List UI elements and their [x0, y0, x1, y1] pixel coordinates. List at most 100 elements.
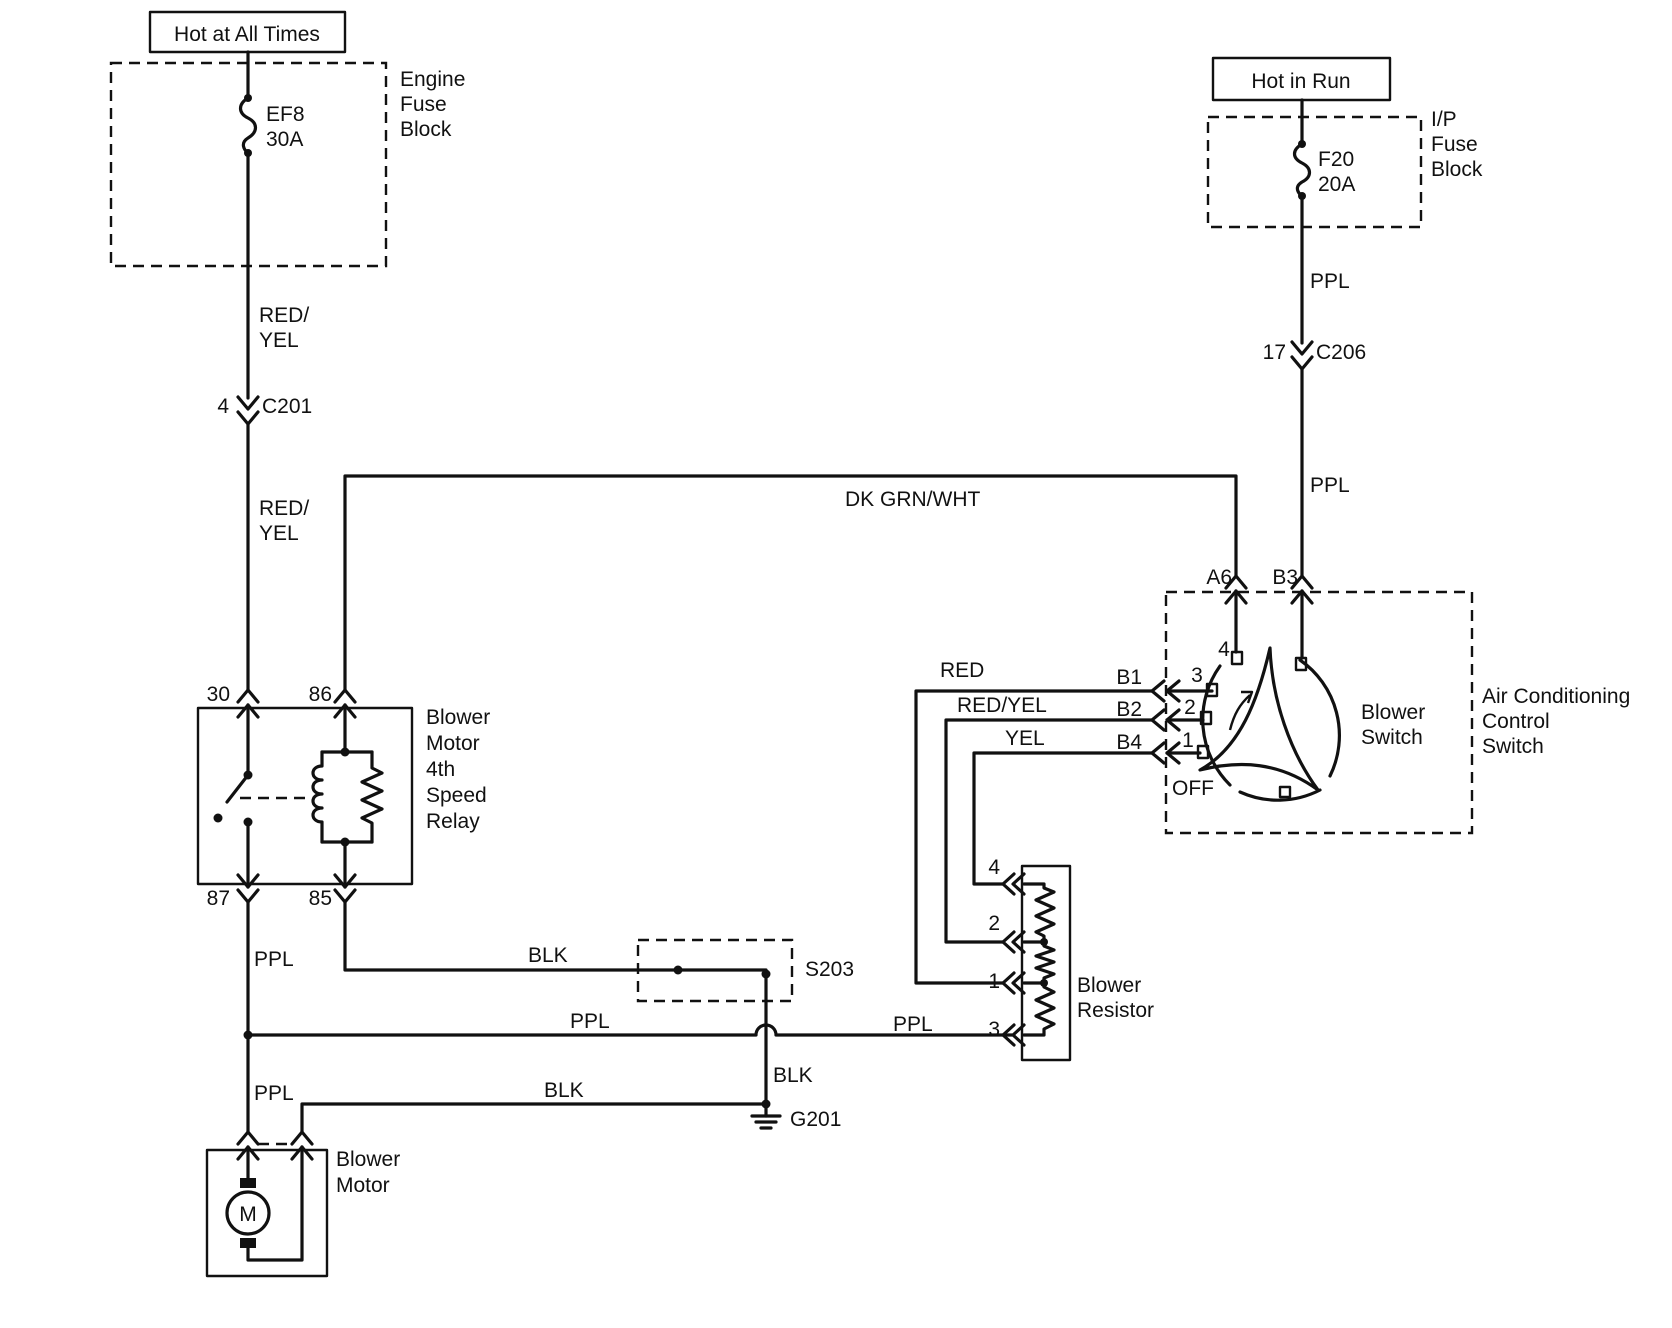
- relay-coil: [311, 750, 324, 844]
- wire-label-ppl-1: PPL: [254, 948, 294, 971]
- switch-contact-arc-bottom: [1238, 788, 1322, 802]
- pin-b2-label: B2: [1116, 698, 1142, 721]
- relay-pin-86-label: 86: [309, 683, 332, 706]
- pin-b3: [1290, 574, 1314, 590]
- wire-label-ppl-4: PPL: [893, 1013, 933, 1036]
- wire-label-ppl-5: PPL: [1310, 270, 1350, 293]
- wire-dk-grn-wht: [343, 474, 1238, 692]
- engine-fuse-block-label-2: Fuse: [400, 93, 447, 116]
- wire-label-blk-3: BLK: [544, 1079, 584, 1102]
- switch-position-4: 4: [1218, 638, 1230, 661]
- pin-b4: [1150, 741, 1166, 765]
- relay-pin-85-label: 85: [309, 887, 332, 910]
- wire-label-yel: YEL: [1005, 727, 1045, 750]
- wire-label-red-yel-1a: RED/: [259, 304, 309, 327]
- pin-b2: [1150, 708, 1166, 732]
- resistor-pin-1-label: 1: [988, 970, 1000, 993]
- wire-label-red-yel-1b: YEL: [259, 329, 299, 352]
- fuse-f20-rating: 20A: [1318, 173, 1355, 196]
- wire-red: [914, 689, 1154, 985]
- switch-position-1: 1: [1182, 729, 1194, 752]
- splice-s203: S203: [636, 938, 854, 1003]
- connector-c206-pin: 17: [1263, 341, 1286, 364]
- hot-in-run-box: Hot in Run: [1211, 56, 1392, 102]
- switch-position-3: 3: [1191, 664, 1203, 687]
- relay-label-4: Speed: [426, 784, 487, 807]
- resistor-pin-2: [1001, 930, 1016, 954]
- ac-control-switch-label-3: Switch: [1482, 735, 1544, 758]
- ground-g201-name: G201: [790, 1108, 841, 1131]
- ip-fuse-block-label-3: Block: [1431, 158, 1483, 181]
- wire-blk-relay-85: [343, 900, 768, 972]
- blower-switch: 4 3 2 1 OFF Blower Switch: [1172, 638, 1425, 802]
- pin-a6-label: A6: [1206, 566, 1232, 589]
- ac-control-switch: Air Conditioning Control Switch A6 B3 B1…: [1116, 566, 1630, 835]
- resistor-pin-4-label: 4: [988, 856, 1000, 879]
- pin-a6: [1224, 574, 1248, 590]
- wire-label-ppl-2: PPL: [254, 1082, 294, 1105]
- resistor-pin-4: [1001, 872, 1016, 896]
- blower-motor-4th-speed-relay: Blower Motor 4th Speed Relay 30 86 87 85: [196, 683, 490, 910]
- switch-contact-arc-right: [1298, 658, 1341, 778]
- resistor-pin-3-label: 3: [988, 1018, 1000, 1041]
- relay-resistor: [360, 750, 384, 844]
- engine-fuse-block-label-1: Engine: [400, 68, 465, 91]
- resistor-element-2: [1022, 940, 1056, 985]
- relay-pin-30: [236, 688, 260, 704]
- pin-b1-label: B1: [1116, 666, 1142, 689]
- switch-rotor: [1198, 646, 1320, 792]
- resistor-pin-3: [1001, 1023, 1016, 1047]
- engine-fuse-block: Engine Fuse Block EF8 30A: [109, 61, 465, 268]
- ip-fuse-block-label-1: I/P: [1431, 108, 1457, 131]
- wire-label-blk-1: BLK: [528, 944, 568, 967]
- resistor-element-3: [1022, 981, 1056, 1037]
- switch-position-2: 2: [1184, 696, 1196, 719]
- hot-at-all-times-label: Hot at All Times: [174, 23, 320, 46]
- wire-label-ppl-6: PPL: [1310, 474, 1350, 497]
- splice-s203-name: S203: [805, 958, 854, 981]
- blower-switch-label-2: Switch: [1361, 726, 1423, 749]
- connector-c201-name: C201: [262, 395, 312, 418]
- pin-b3-label: B3: [1272, 566, 1298, 589]
- wire-label-red-yel-switch: RED/YEL: [957, 694, 1047, 717]
- connector-c206: 17 C206: [1263, 340, 1366, 371]
- rotation-arrow: [1228, 694, 1251, 731]
- wire-red-yel-switch: [944, 718, 1154, 944]
- blower-motor: M Blower Motor: [205, 1130, 400, 1278]
- blower-resistor: 4 2 1 3 Blower Resistor: [988, 856, 1154, 1062]
- fuse-ef8: EF8 30A: [238, 94, 305, 157]
- motor-symbol: [225, 1190, 271, 1236]
- resistor-element-1: [1022, 882, 1056, 944]
- wire-blk-motor-ground: [300, 1102, 768, 1134]
- engine-fuse-block-label-3: Block: [400, 118, 452, 141]
- relay-label-2: Motor: [426, 732, 480, 755]
- hot-in-run-label: Hot in Run: [1251, 70, 1350, 93]
- blower-switch-label-1: Blower: [1361, 701, 1425, 724]
- switch-position-off: OFF: [1172, 777, 1214, 800]
- connector-c201-pin: 4: [217, 395, 229, 418]
- wire-label-blk-2: BLK: [773, 1064, 813, 1087]
- fuse-ef8-rating: 30A: [266, 128, 303, 151]
- blower-motor-label-1: Blower: [336, 1148, 400, 1171]
- wire-label-dk-grn-wht: DK GRN/WHT: [845, 488, 980, 511]
- relay-label-3: 4th: [426, 758, 455, 781]
- fuse-f20-name: F20: [1318, 148, 1354, 171]
- connector-c206-name: C206: [1316, 341, 1366, 364]
- resistor-pin-1: [1001, 971, 1016, 995]
- connector-c201: 4 C201: [217, 395, 312, 426]
- resistor-pin-2-label: 2: [988, 912, 1000, 935]
- fuse-f20: F20 20A: [1292, 140, 1355, 200]
- blower-motor-label-2: Motor: [336, 1174, 390, 1197]
- relay-pin-30-label: 30: [207, 683, 230, 706]
- motor-symbol-label: M: [239, 1203, 257, 1226]
- relay-label-1: Blower: [426, 706, 490, 729]
- relay-pin-87-label: 87: [207, 887, 230, 910]
- switch-contact-arc-left: [1201, 664, 1232, 787]
- relay-label-5: Relay: [426, 810, 480, 833]
- blower-resistor-label-2: Resistor: [1077, 999, 1154, 1022]
- wire-label-ppl-3: PPL: [570, 1010, 610, 1033]
- wire-yel: [972, 751, 1154, 886]
- pin-b1: [1150, 679, 1166, 703]
- ip-fuse-block-label-2: Fuse: [1431, 133, 1478, 156]
